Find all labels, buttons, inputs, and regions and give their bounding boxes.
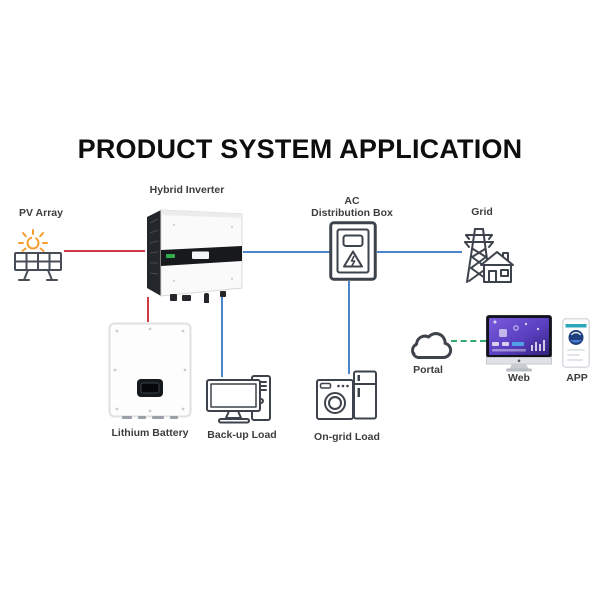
line-inverter-to-backup [221,294,223,377]
line-acbox-to-ongrid [348,281,350,374]
inverter-device-image [147,209,243,303]
lithium-battery-label: Lithium Battery [111,427,189,439]
portal-label: Portal [413,364,443,376]
transmission-tower-house-icon [464,228,514,283]
ac-box-label-line2: Distribution Box [311,207,393,219]
line-inverter-to-battery [147,297,149,322]
ac-box-label: AC Distribution Box [302,195,402,219]
page-title: PRODUCT SYSTEM APPLICATION [77,134,523,164]
smartphone-app-icon [562,318,590,368]
sun-and-solar-panel-icon [14,229,62,281]
backup-load-label: Back-up Load [207,429,277,441]
hybrid-inverter-label: Hybrid Inverter [149,184,225,196]
cloud-icon [411,332,453,359]
ongrid-load-label: On-grid Load [314,431,380,443]
line-portal-to-web [451,340,486,342]
line-acbox-to-grid [377,251,462,253]
pv-array-label: PV Array [19,207,63,219]
web-label: Web [508,372,530,384]
line-inverter-to-acbox [243,251,330,253]
battery-device-image [108,322,192,419]
monitor-dashboard-icon [486,315,552,372]
desktop-computer-icon [206,375,271,424]
line-pv-to-inverter [64,250,145,252]
washer-and-fridge-icon [316,370,377,420]
grid-label: Grid [471,206,493,218]
ac-box-label-line1: AC [344,195,360,207]
app-label: APP [566,372,588,384]
electrical-box-warning-icon [329,221,377,281]
